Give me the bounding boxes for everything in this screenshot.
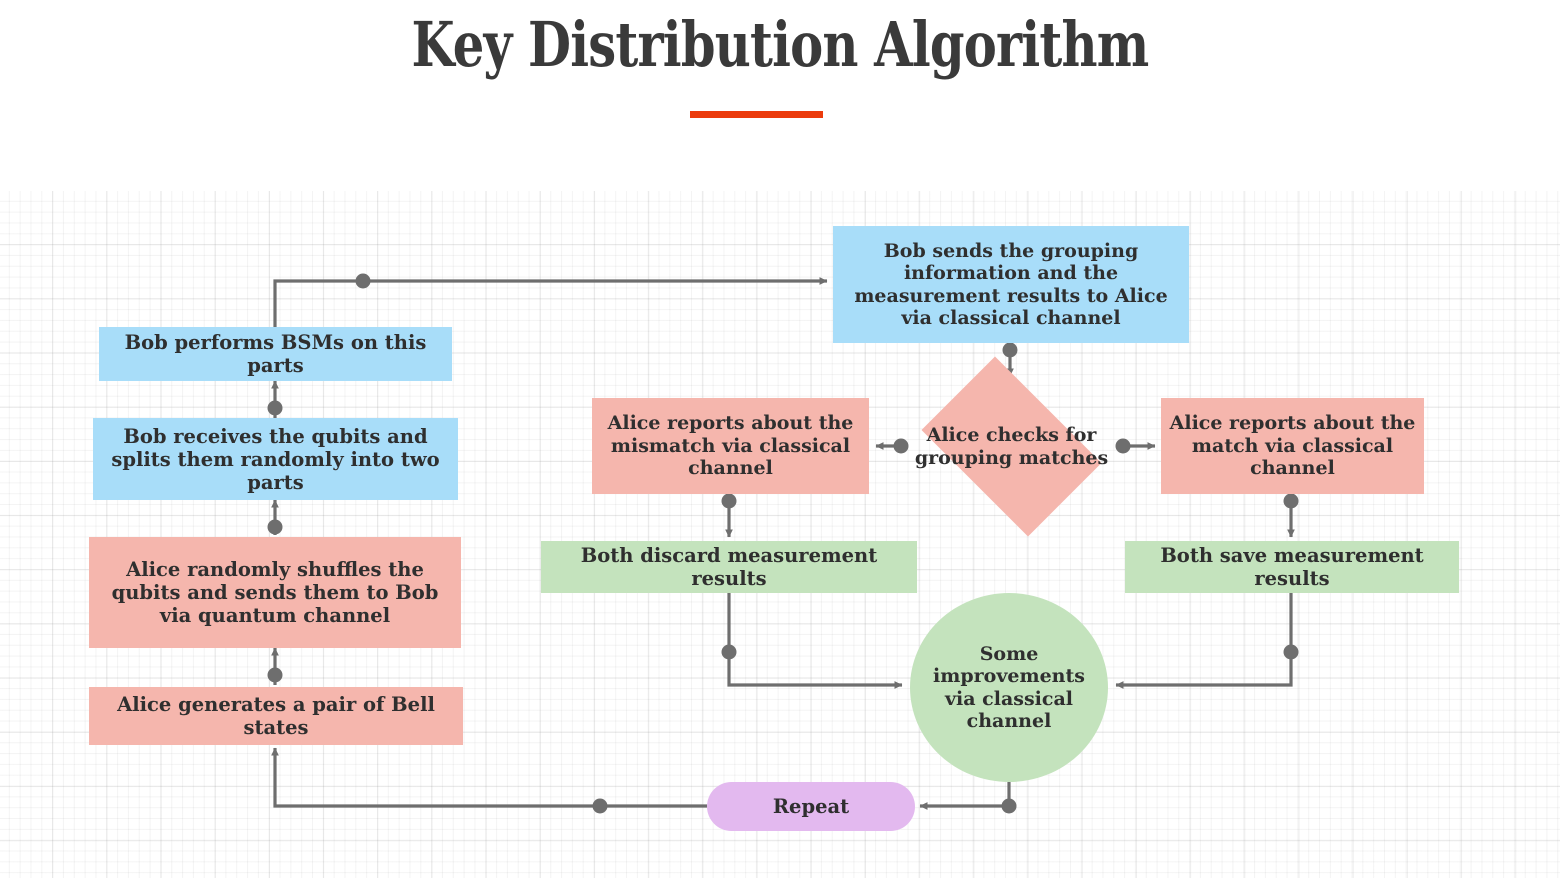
node-both-discard-results[interactable]: Both discard measurement results bbox=[541, 541, 917, 593]
edge-dot bbox=[1283, 644, 1299, 660]
edge-repeat-to-bell bbox=[271, 747, 707, 808]
node-label: Both discard measurement results bbox=[580, 544, 878, 590]
node-label: Repeat bbox=[772, 795, 850, 818]
node-label: Bob performs BSMs on this parts bbox=[124, 331, 427, 377]
node-label: Alice reports about the match via classi… bbox=[1169, 412, 1416, 480]
edge-dot bbox=[1115, 438, 1131, 454]
title-underline-rule bbox=[690, 111, 823, 118]
node-label: Bob sends the grouping information and t… bbox=[854, 239, 1168, 329]
edge-dot bbox=[721, 644, 737, 660]
node-bob-performs-bsms[interactable]: Bob performs BSMs on this parts bbox=[99, 327, 452, 381]
edge-dot bbox=[721, 493, 737, 509]
node-alice-reports-match[interactable]: Alice reports about the match via classi… bbox=[1161, 398, 1424, 494]
node-label: Alice generates a pair of Bell states bbox=[117, 693, 435, 739]
edge-dot bbox=[355, 273, 371, 289]
edge-dot bbox=[267, 400, 283, 416]
edge-improvements-to-repeat bbox=[919, 782, 1011, 810]
node-label: Some improvements via classical channel bbox=[933, 642, 1085, 732]
grid-background bbox=[0, 191, 1560, 878]
edge-dot bbox=[1283, 493, 1299, 509]
node-both-save-results[interactable]: Both save measurement results bbox=[1125, 541, 1459, 593]
node-alice-generates-bell[interactable]: Alice generates a pair of Bell states bbox=[89, 687, 463, 745]
node-alice-shuffles[interactable]: Alice randomly shuffles the qubits and s… bbox=[89, 537, 461, 648]
node-label: Alice randomly shuffles the qubits and s… bbox=[111, 558, 439, 627]
edge-bsm-to-bobsends bbox=[273, 277, 828, 327]
node-bob-sends-grouping-info[interactable]: Bob sends the grouping information and t… bbox=[833, 226, 1189, 343]
node-label: Both save measurement results bbox=[1160, 544, 1424, 590]
node-label: Alice checks for grouping matches bbox=[914, 424, 1109, 469]
edge-dot bbox=[893, 438, 909, 454]
edge-dot bbox=[267, 519, 283, 535]
node-alice-checks-grouping-matches[interactable]: Alice checks for grouping matches bbox=[905, 356, 1118, 537]
edge-dot bbox=[1001, 798, 1017, 814]
node-label: Alice reports about the mismatch via cla… bbox=[607, 412, 854, 480]
edge-save-to-improvements bbox=[1115, 593, 1293, 689]
edge-dot bbox=[1002, 342, 1018, 358]
edge-dot bbox=[267, 667, 283, 683]
page-title: Key Distribution Algorithm bbox=[411, 8, 1150, 81]
node-label: Bob receives the qubits and splits them … bbox=[111, 424, 440, 494]
node-some-improvements[interactable]: Some improvements via classical channel bbox=[910, 593, 1108, 782]
node-repeat[interactable]: Repeat bbox=[707, 782, 915, 831]
edge-discard-to-improvements bbox=[727, 593, 903, 689]
node-alice-reports-mismatch[interactable]: Alice reports about the mismatch via cla… bbox=[592, 398, 869, 494]
edge-dot bbox=[592, 798, 608, 814]
node-bob-receives-qubits[interactable]: Bob receives the qubits and splits them … bbox=[93, 418, 458, 500]
header: Key Distribution Algorithm bbox=[0, 0, 1560, 191]
